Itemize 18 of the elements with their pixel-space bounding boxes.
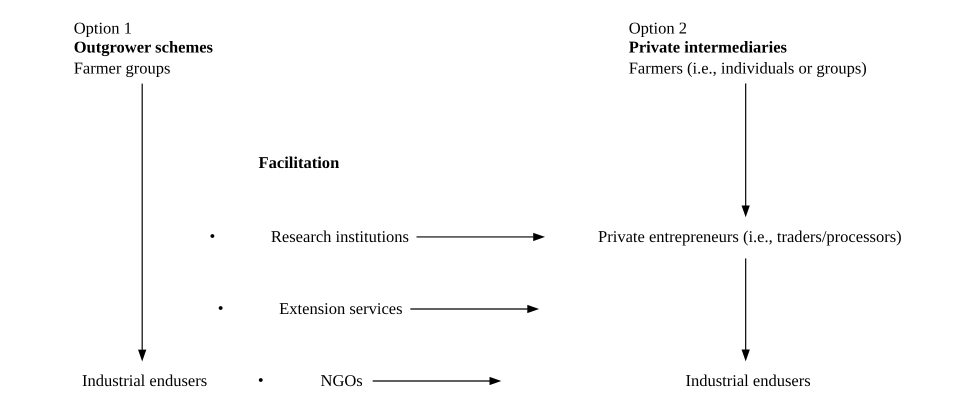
- node-text: Industrial endusers: [685, 370, 811, 390]
- arrow: [410, 304, 540, 313]
- node-text: NGOs: [320, 370, 363, 390]
- label: •: [210, 226, 216, 245]
- label: •: [258, 370, 264, 389]
- arrow: [138, 83, 146, 361]
- node-text: Industrial endusers: [82, 370, 208, 390]
- node-text: Research institutions: [270, 226, 409, 246]
- node-text: Option 2 Private intermediaries Farmers (i.e., individuals or groups): [628, 18, 867, 78]
- node-text: Extension services: [279, 298, 403, 318]
- arrow: [372, 376, 502, 385]
- arrow: [742, 258, 750, 361]
- arrow: [416, 232, 546, 241]
- label: •: [218, 298, 224, 317]
- node-text: Private entrepreneurs (i.e., traders/processors): [598, 226, 902, 246]
- label: Facilitation: [258, 152, 340, 172]
- arrow: [742, 82, 750, 217]
- node-text: Option 1 Outgrower schemes Farmer groups: [74, 18, 213, 78]
